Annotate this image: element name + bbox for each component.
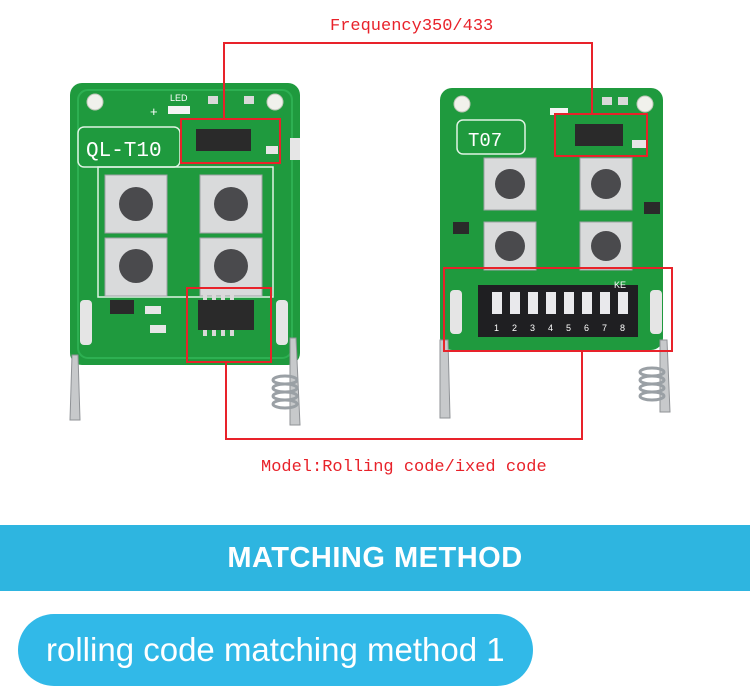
dip-number: 6 [584,323,589,333]
right-board-label: T07 [468,130,502,152]
frequency-connector [223,42,593,119]
left-board-label: QL-T10 [86,140,162,163]
right-pcb-board: T07 KE [439,88,671,419]
left-pcb-board: QL-T10 LED + [69,83,301,426]
svg-text:+: + [150,104,158,119]
dip-number: 2 [512,323,517,333]
dip-label: KE [614,280,626,290]
right-model-box [443,267,673,352]
banner-title: MATCHING METHOD [227,541,523,574]
model-connector [225,351,583,440]
pcb-photo: QL-T10 LED + [69,42,673,440]
left-frequency-box [180,118,281,164]
dip-number: 4 [548,323,553,333]
model-annotation: Model:Rolling code/ixed code [261,458,547,477]
method-pill: rolling code matching method 1 [18,614,533,686]
left-led-label: LED [170,93,188,103]
left-model-box [186,287,272,363]
annotation-overlay [180,42,673,440]
frequency-annotation: Frequency350/433 [330,17,494,36]
method-pill-text: rolling code matching method 1 [46,631,505,668]
dip-number: 5 [566,323,571,333]
dip-number: 8 [620,323,625,333]
dip-number: 3 [530,323,535,333]
dip-number: 7 [602,323,607,333]
right-frequency-box [554,113,648,157]
dip-number: 1 [494,323,499,333]
matching-method-banner: MATCHING METHOD [0,525,750,591]
